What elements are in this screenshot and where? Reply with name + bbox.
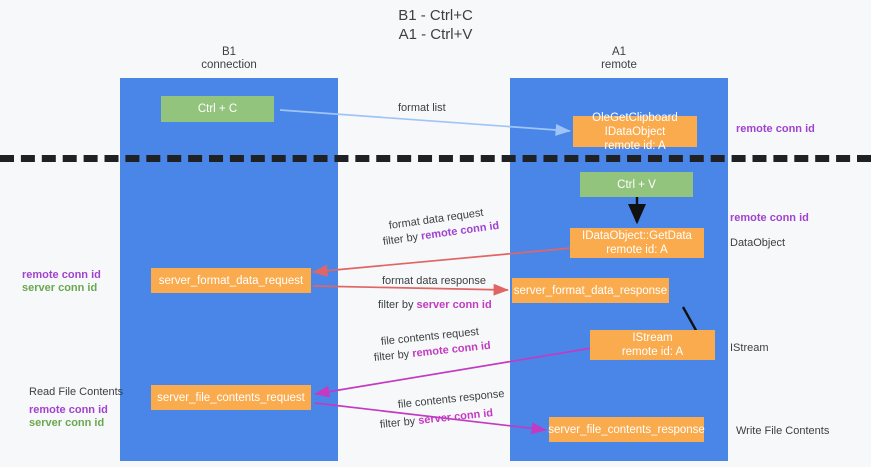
edge-prefix-file-contents-request: filter by [373,348,413,364]
arrow-format-data-request [312,247,573,277]
label-istream: IStream [730,342,769,354]
edge-prefix-format-data-request: filter by [382,230,422,248]
node-server-file-contents-request[interactable]: server_file_contents_request [151,385,311,410]
arrow-format-list [279,109,571,136]
edge-label-format-data-response-line2: filter by server conn id [378,298,492,313]
page-title: B1 - Ctrl+C A1 - Ctrl+V [398,7,473,43]
edge-prefix-format-data-response: filter by [378,299,417,311]
label-remote-conn-id-mid: remote conn id [730,212,809,224]
node-ctrl-c[interactable]: Ctrl + C [161,96,274,122]
label-remote-conn-id-left-bottom: remote conn id [29,404,108,416]
edge-label-format-data-response-line1: format data response [382,275,486,287]
edge-label-format-list: format list [398,102,446,114]
node-ctrl-v[interactable]: Ctrl + V [580,172,693,197]
phase-divider [0,155,871,162]
column-header-b1: B1 connection [201,46,257,71]
edge-prefix-file-contents-response: filter by [379,415,419,431]
label-data-object: DataObject [730,237,786,249]
column-header-a1: A1 remote [601,46,637,71]
node-server-format-data-response[interactable]: server_format_data_response [512,278,669,303]
node-server-file-contents-response[interactable]: server_file_contents_response [548,417,705,442]
label-write-file-contents: Write File Contents [736,425,830,437]
arrow-file-contents-response [314,402,547,435]
node-ole-get-clipboard[interactable]: OleGetClipboard IDataObject remote id: A [573,112,697,152]
edge-highlight-format-data-response: server conn id [416,299,492,311]
node-idataobject-getdata[interactable]: IDataObject::GetData remote id: A [570,228,704,258]
label-server-conn-id-left-mid: server conn id [22,282,98,294]
label-server-conn-id-left-bottom: server conn id [29,417,105,429]
label-remote-conn-id-left-mid: remote conn id [22,269,101,281]
node-server-format-data-request[interactable]: server_format_data_request [151,268,311,293]
label-remote-conn-id-top: remote conn id [736,123,815,135]
arrow-file-contents-request [314,347,593,398]
arrow-format-data-response [312,283,509,296]
node-istream[interactable]: IStream remote id: A [590,330,715,360]
label-read-file-contents: Read File Contents [29,386,124,398]
